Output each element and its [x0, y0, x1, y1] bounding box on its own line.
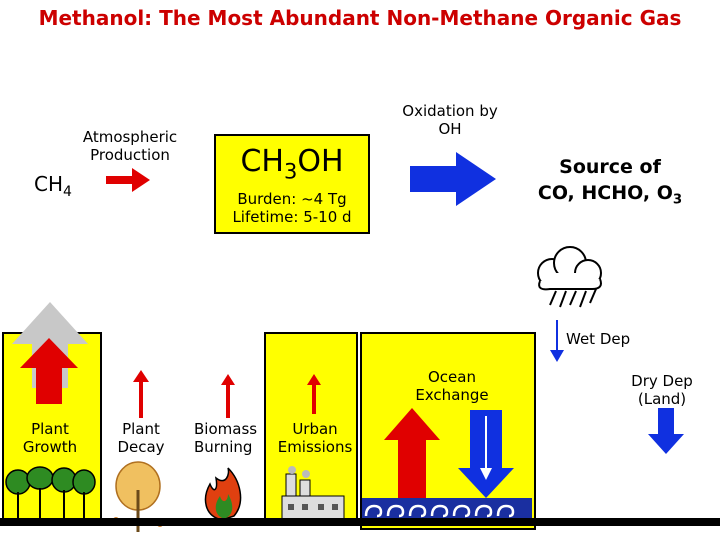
dry-dep-label: Dry Dep (Land) — [616, 372, 708, 408]
atmospheric-production-label: Atmospheric Production — [70, 128, 190, 164]
plants-icon — [4, 466, 96, 522]
urban-emissions-arrow-icon — [306, 374, 322, 414]
factory-icon — [278, 466, 350, 522]
plant-decay-arrow-icon — [132, 370, 150, 418]
dry-dep-arrow-icon — [648, 408, 684, 456]
ocean-uptake-arrow-icon — [458, 410, 514, 498]
wet-dep-label: Wet Dep — [566, 330, 630, 348]
fire-icon — [200, 468, 246, 522]
ch4-label: CH4 — [34, 172, 72, 200]
plant-growth-label: Plant Growth — [8, 420, 92, 456]
oxidation-arrow-icon — [410, 152, 498, 206]
ch3oh-formula: CH3OH — [216, 144, 368, 183]
biomass-burning-arrow-icon — [220, 374, 236, 418]
plant-growth-arrow-icon — [20, 338, 78, 404]
ocean-exchange-label: Ocean Exchange — [402, 368, 502, 404]
burden-text: Burden: ~4 Tg — [216, 190, 368, 208]
urban-emissions-label: Urban Emissions — [270, 420, 360, 456]
lifetime-text: Lifetime: 5-10 d — [216, 208, 368, 226]
biomass-burning-label: Biomass Burning — [194, 420, 264, 456]
oxidation-label: Oxidation by OH — [400, 102, 500, 138]
rain-cloud-icon — [530, 245, 610, 315]
ocean-emission-arrow-icon — [384, 408, 440, 498]
source-of-text: Source of CO, HCHO, O3 — [510, 154, 710, 214]
methanol-box: CH3OH Burden: ~4 Tg Lifetime: 5-10 d — [214, 134, 370, 234]
plant-decay-label: Plant Decay — [104, 420, 178, 456]
page-title: Methanol: The Most Abundant Non-Methane … — [0, 6, 720, 30]
wet-dep-arrow-icon — [548, 320, 566, 364]
production-arrow-icon — [106, 168, 152, 192]
ground-line — [0, 518, 720, 526]
